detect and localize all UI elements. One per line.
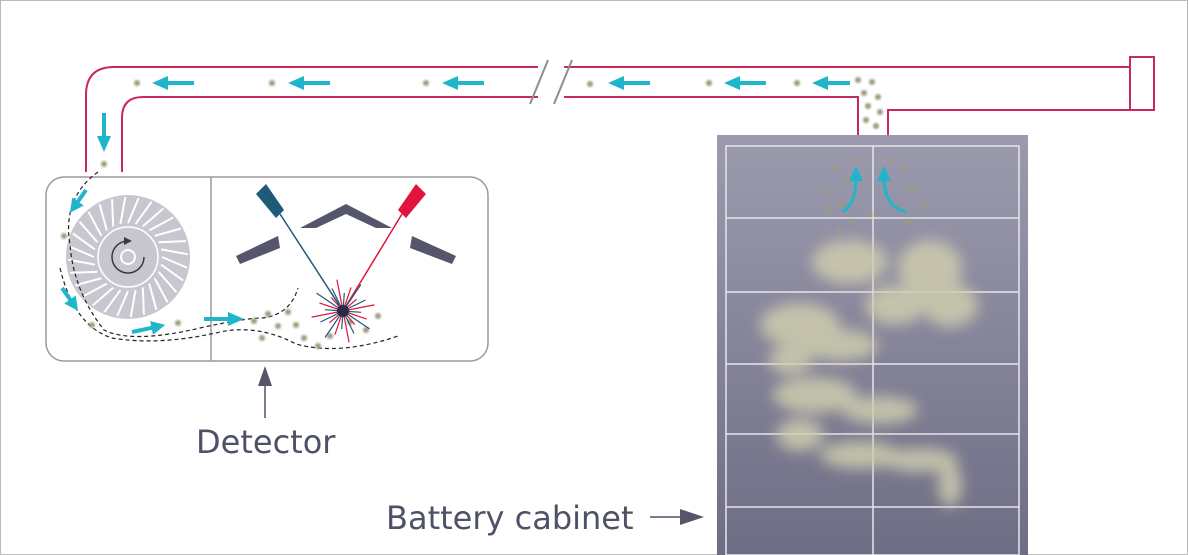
- particles-in-pipe: [101, 77, 883, 167]
- pipe-break-mark-right: [553, 59, 573, 105]
- fan-blade: [154, 227, 182, 237]
- fan-blade: [70, 270, 98, 274]
- light-source-red: [342, 184, 426, 312]
- fan-blade: [92, 286, 114, 307]
- flow-arrow-down-icon: [97, 113, 111, 152]
- fan-blade: [87, 211, 103, 237]
- light-source-blue: [256, 184, 344, 312]
- fan-blade: [161, 256, 188, 269]
- fan-blade: [127, 197, 140, 224]
- fan-blade: [134, 201, 153, 225]
- pipe-inner-wall: [121, 96, 859, 172]
- flow-arrow-left-icon: [152, 76, 194, 90]
- battery-cabinet-label: Battery cabinet: [386, 499, 634, 537]
- fan-blade: [72, 232, 96, 251]
- sampling-pipe: [85, 56, 1155, 172]
- cabinet-label-arrow-icon: [680, 509, 704, 525]
- air-path-upper: [67, 171, 299, 338]
- pipe-break-mark-left: [529, 59, 549, 105]
- fan-blade: [103, 289, 122, 313]
- flow-arrow-left-icon: [812, 76, 850, 90]
- flow-arrow-left-icon: [442, 76, 484, 90]
- flow-arrow-left-icon: [724, 76, 766, 90]
- flow-arrow-up-icon: [841, 177, 858, 214]
- detector-unit: [45, 171, 489, 362]
- light-scatter-icon: [311, 279, 375, 343]
- fan-blade: [142, 207, 164, 228]
- fan-blade: [153, 277, 169, 303]
- pipe-branch-wall: [887, 109, 1130, 135]
- fan-blade: [82, 282, 108, 298]
- flow-arrows-pipe: [97, 76, 850, 152]
- fan-blade: [148, 216, 174, 232]
- fan-blade: [116, 290, 129, 317]
- pipe-outer-wall: [85, 66, 1130, 172]
- smoke-plume: [760, 240, 978, 507]
- optical-baffles: [236, 204, 456, 264]
- fan-blade: [157, 271, 178, 293]
- smoke-intake: [823, 157, 929, 233]
- fan-blade: [141, 287, 145, 315]
- fan-blade: [160, 248, 189, 256]
- pipe-break-gap: [538, 58, 564, 110]
- fan-blade: [111, 199, 115, 227]
- fan-blade: [158, 240, 186, 244]
- pipe-end-cap: [1129, 56, 1155, 111]
- scatter-particle: [337, 305, 349, 317]
- cabinet-shelves: [725, 145, 1020, 555]
- fan-icon: [66, 195, 190, 319]
- detector-label: Detector: [196, 423, 336, 461]
- flow-arrow-left-icon: [288, 76, 330, 90]
- fan-blade: [68, 245, 95, 258]
- fan-blade: [74, 277, 102, 287]
- fan-blade: [78, 221, 99, 243]
- flow-arrow-up-icon: [882, 177, 907, 214]
- detector-label-arrow-icon: [258, 366, 272, 386]
- flow-arrows-detector: [60, 188, 244, 335]
- fan-blade: [119, 196, 127, 225]
- rotation-arrow-icon: [111, 240, 145, 274]
- battery-cabinet: [717, 135, 1028, 555]
- fan-blade: [160, 263, 184, 282]
- fan-blade: [148, 283, 158, 311]
- air-path-lower: [59, 267, 399, 350]
- fan-blade: [129, 289, 137, 318]
- flow-arrow-left-icon: [608, 76, 650, 90]
- fan-blade: [98, 203, 108, 231]
